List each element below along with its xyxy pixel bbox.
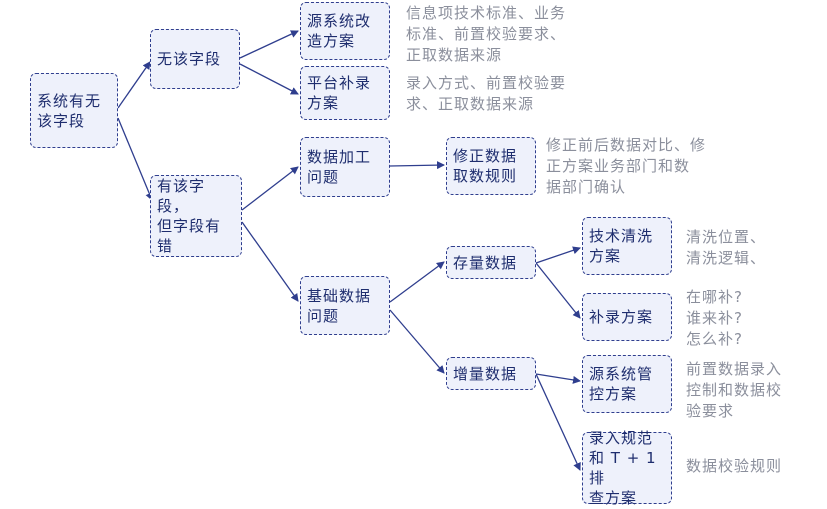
node-supp-plan: 补录方案 <box>582 293 672 341</box>
edge-processing-fix-rules <box>389 161 445 170</box>
note-entry-standard: 数据校验规则 <box>686 457 783 475</box>
node-no-field: 无该字段 <box>150 29 240 89</box>
edge-basic-incremental <box>389 309 445 374</box>
node-entry-standard: 录入规范 和 T + 1 排 查方案 <box>582 429 672 507</box>
node-root: 系统有无 该字段 <box>30 73 118 148</box>
node-stock-data: 存量数据 <box>446 246 536 279</box>
note-tech-clean: 清洗位置、 清洗逻辑、 <box>686 228 767 267</box>
edge-has-field-basic <box>241 221 299 302</box>
edge-basic-stock <box>389 261 445 303</box>
edge-incremental-entry-standard <box>535 373 581 471</box>
note-fix-rules: 修正前后数据对比、修 正方案业务部门和数 据部门确认 <box>546 136 707 196</box>
node-basic-issue: 基础数据 问题 <box>300 276 390 335</box>
edge-incremental-source-control <box>535 373 581 384</box>
node-platform-supp: 平台补录 方案 <box>300 66 390 120</box>
edge-root-has-field <box>117 117 154 201</box>
node-has-field: 有该字段， 但字段有 错 <box>150 175 242 257</box>
note-supp-plan: 在哪补? 谁来补? 怎么补? <box>686 288 743 348</box>
node-incremental-data: 增量数据 <box>446 357 536 390</box>
note-source-fix: 信息项技术标准、业务 标准、前置校验要求、 正取数据来源 <box>406 4 567 64</box>
edge-root-no-field <box>117 61 151 109</box>
edge-has-field-processing <box>241 166 299 211</box>
edge-stock-tech-clean <box>535 246 581 264</box>
note-source-control: 前置数据录入 控制和数据校 验要求 <box>686 360 783 420</box>
node-source-fix: 源系统改 造方案 <box>300 2 390 60</box>
node-processing-issue: 数据加工 问题 <box>300 137 390 197</box>
edge-stock-supp <box>535 262 581 319</box>
node-tech-clean: 技术清洗 方案 <box>582 217 672 275</box>
edge-no-field-platform-supp <box>239 63 299 95</box>
node-source-control: 源系统管 控方案 <box>582 355 672 413</box>
note-platform-supp: 录入方式、前置校验要 求、正取数据来源 <box>406 74 567 113</box>
node-fix-rules: 修正数据 取数规则 <box>446 137 536 195</box>
edge-no-field-source-fix <box>239 30 299 59</box>
